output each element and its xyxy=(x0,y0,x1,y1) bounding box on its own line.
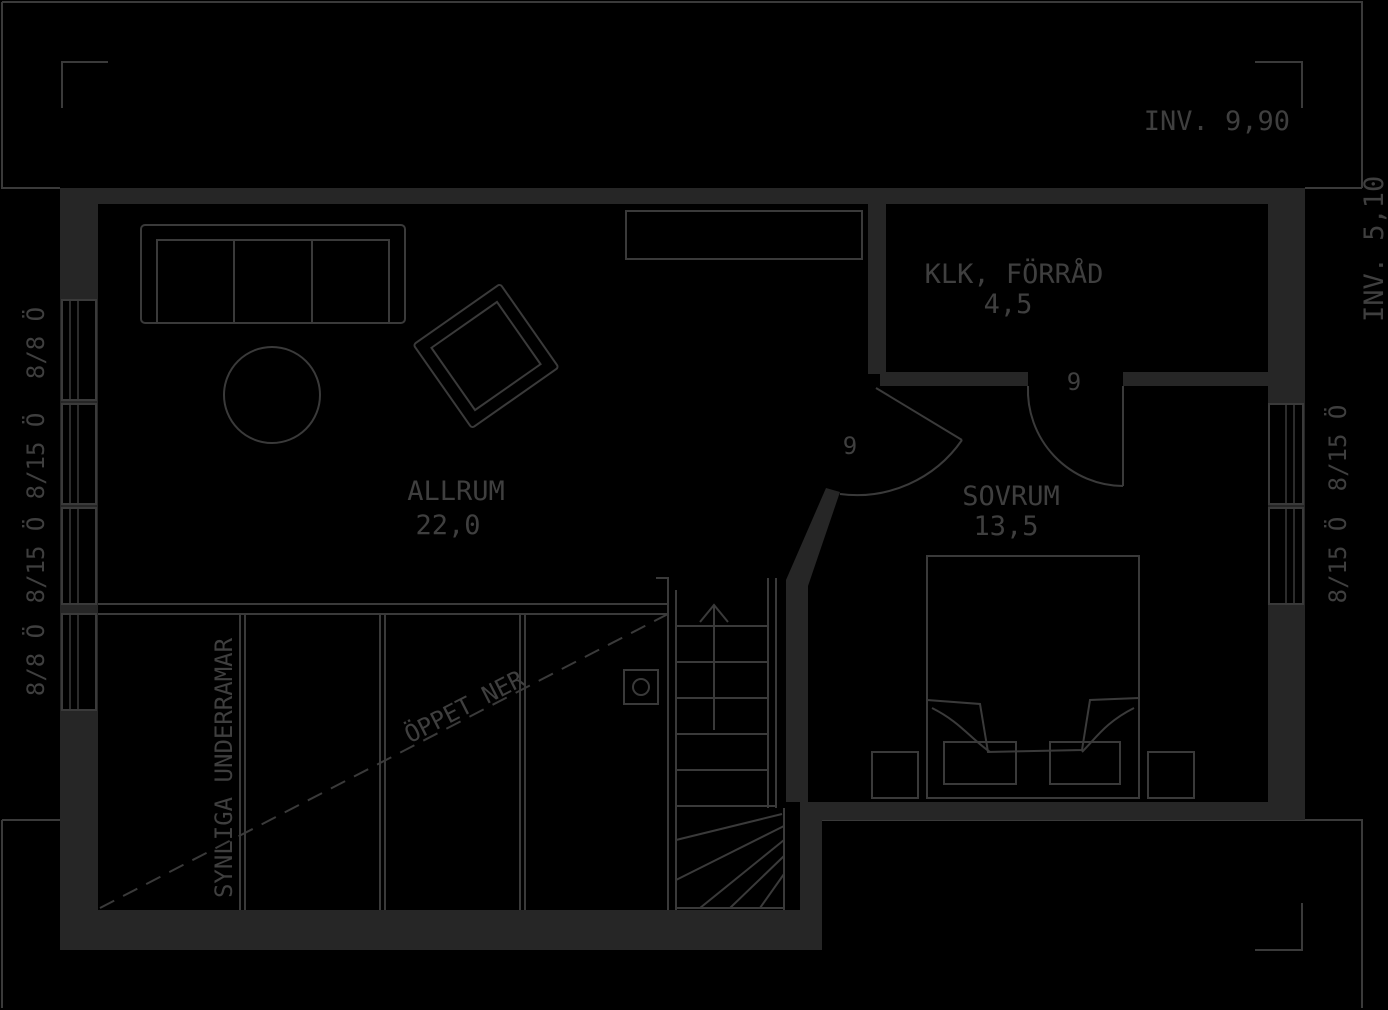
window-label-right-1: 8/15 Ö xyxy=(1323,405,1352,492)
window-label-left-3: 8/15 Ö xyxy=(21,517,50,604)
room-name-klk: KLK, FÖRRÅD xyxy=(925,258,1104,290)
nightstand-left xyxy=(871,751,919,799)
visible-frames-label: SYNLIGA UNDERRAMAR xyxy=(210,637,238,898)
window-label-left-1: 8/8 Ö xyxy=(21,307,50,379)
window-label-left-4: 8/8 Ö xyxy=(21,624,50,696)
room-area-sovrum: 13,5 xyxy=(973,511,1038,542)
door-label-allrum: 9 xyxy=(843,432,857,460)
windows-right xyxy=(1268,403,1304,605)
interior-walls xyxy=(786,204,1268,802)
level-top-label: INV. 9,90 xyxy=(1144,106,1290,137)
tv-bench xyxy=(625,210,863,260)
staircase xyxy=(667,578,785,910)
door-label-sovrum: 9 xyxy=(1067,368,1081,396)
room-name-sovrum: SOVRUM xyxy=(962,481,1060,512)
door-allrum xyxy=(839,387,963,497)
round-table xyxy=(223,346,321,444)
room-area-allrum: 22,0 xyxy=(415,510,480,541)
window-label-left-2: 8/15 Ö xyxy=(21,413,50,500)
level-right-label: INV. 5,10 xyxy=(1359,176,1388,322)
double-bed xyxy=(926,555,1140,799)
gallery-railing xyxy=(98,577,669,910)
nightstand-right xyxy=(1147,751,1195,799)
sofa xyxy=(140,224,406,324)
exterior-walls xyxy=(60,188,1305,950)
open-below-label: ÖPPET NER xyxy=(400,664,530,749)
room-name-allrum: ALLRUM xyxy=(407,476,505,507)
room-area-klk: 4,5 xyxy=(984,289,1033,320)
windows-left xyxy=(61,299,97,711)
window-label-right-2: 8/15 Ö xyxy=(1323,517,1352,604)
roof-outline xyxy=(1,1,1363,1008)
armchair xyxy=(413,284,559,428)
door-sovrum xyxy=(1026,385,1124,487)
